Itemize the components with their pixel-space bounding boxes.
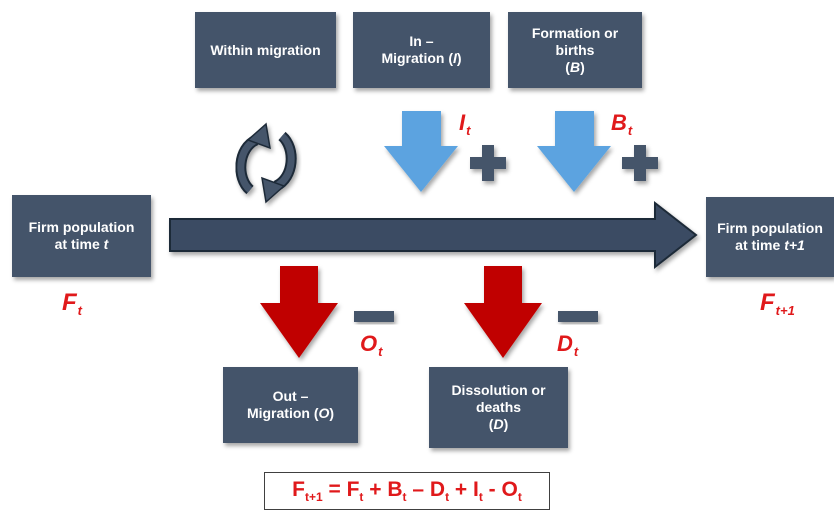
circular-arrows-icon bbox=[235, 122, 297, 204]
in-migration-box: In – Migration (I) bbox=[353, 12, 490, 88]
formation-arrow bbox=[537, 111, 611, 192]
formation-line1: Formation or bbox=[531, 24, 619, 41]
within-migration-label: Within migration bbox=[210, 41, 321, 58]
label-F-t: Ft bbox=[62, 289, 83, 318]
minus-sign-dissolution bbox=[558, 311, 598, 322]
dissolution-line2: deaths bbox=[475, 399, 522, 415]
firm-population-t-line2: at time bbox=[54, 236, 104, 252]
equation-box: Ft+1 = Ft + Bt – Dt + It - Ot bbox=[264, 472, 550, 510]
in-migration-line1: In – bbox=[409, 33, 434, 49]
out-migration-line1: Out – bbox=[272, 388, 309, 404]
formation-box: Formation or births (B) bbox=[508, 12, 642, 88]
dissolution-line1: Dissolution or bbox=[451, 382, 546, 398]
minus-sign-out bbox=[354, 311, 394, 322]
out-migration-box: Out – Migration (O) bbox=[223, 367, 358, 443]
out-migration-arrow bbox=[260, 266, 338, 358]
label-B-t: Bt bbox=[611, 110, 633, 138]
label-O-t: Ot bbox=[360, 331, 383, 359]
label-D-t: Dt bbox=[557, 331, 579, 359]
dissolution-symbol: D bbox=[493, 416, 504, 432]
in-migration-arrow bbox=[384, 111, 458, 192]
firm-population-t1-line1: Firm population bbox=[717, 220, 823, 236]
within-migration-box: Within migration bbox=[195, 12, 336, 88]
label-F-t1: Ft+1 bbox=[760, 289, 795, 318]
in-migration-line2: Migration ( bbox=[381, 50, 453, 66]
firm-population-t-symbol: t bbox=[103, 236, 109, 252]
formation-line2: births bbox=[555, 41, 595, 58]
firm-population-t1-box: Firm population at time t+1 bbox=[706, 197, 834, 277]
dissolution-box: Dissolution or deaths (D) bbox=[429, 367, 568, 448]
equation: Ft+1 = Ft + Bt – Dt + It - Ot bbox=[292, 478, 522, 504]
out-migration-line2: Migration ( bbox=[246, 405, 319, 421]
out-migration-symbol: O bbox=[318, 405, 330, 421]
plus-sign-in bbox=[470, 145, 506, 181]
formation-symbol: B bbox=[569, 58, 581, 75]
firm-population-t-line1: Firm population bbox=[28, 219, 135, 235]
firm-population-t1-symbol: t+1 bbox=[784, 237, 805, 253]
plus-sign-formation bbox=[622, 145, 658, 181]
firm-population-t-box: Firm population at time t bbox=[12, 195, 151, 277]
dissolution-arrow bbox=[464, 266, 542, 358]
firm-population-t1-line2: at time bbox=[735, 237, 785, 253]
main-flow-arrow bbox=[169, 200, 698, 270]
label-I-t: It bbox=[459, 110, 471, 138]
in-migration-symbol: I bbox=[452, 50, 457, 66]
